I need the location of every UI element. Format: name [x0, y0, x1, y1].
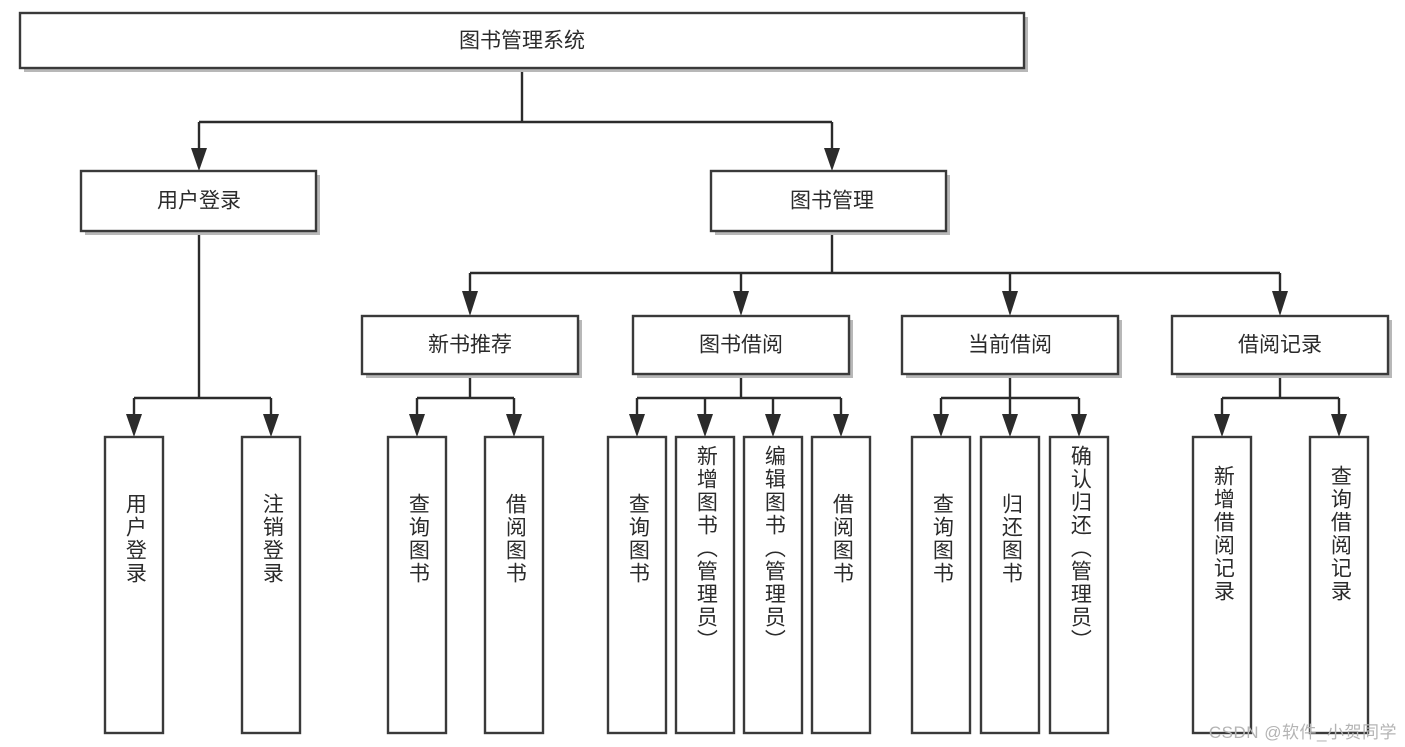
node-book-borrow-box	[631, 314, 851, 376]
leaf-add-book-box[interactable]	[674, 435, 736, 735]
node-root-label: 图书管理系统	[459, 30, 585, 53]
leaf-confirm-return-box[interactable]	[1048, 435, 1110, 735]
leaf-borrow-book-2-box[interactable]	[810, 435, 872, 735]
node-new-book-recommend[interactable]: 新书推荐	[360, 314, 582, 378]
node-book-manage[interactable]: 图书管理	[709, 169, 950, 235]
arrow-to-book-manage	[824, 148, 840, 171]
node-user-login[interactable]: 用户登录	[79, 169, 320, 235]
arrow-to-leaf-edit-book	[765, 414, 781, 437]
arrow-to-leaf-query-book-2	[629, 414, 645, 437]
csdn-watermark: CSDN @软件_小贺同学	[1208, 723, 1397, 742]
leaf-query-record-box[interactable]	[1308, 435, 1370, 735]
leaf-edit-book-box[interactable]	[742, 435, 804, 735]
leaf-return-book-box[interactable]	[979, 435, 1041, 735]
node-new-book-recommend-box	[360, 314, 580, 376]
leaf-query-book-3-box[interactable]	[910, 435, 972, 735]
arrow-to-leaf-add-record	[1214, 414, 1230, 437]
arrow-to-leaf-add-book	[697, 414, 713, 437]
connector-group	[132, 69, 1341, 416]
arrow-to-leaf-query-book-3	[933, 414, 949, 437]
node-book-borrow-label: 图书借阅	[699, 334, 783, 357]
arrow-to-leaf-query-record	[1331, 414, 1347, 437]
arrow-to-leaf-return-book	[1002, 414, 1018, 437]
arrow-to-leaf-borrow-book-2	[833, 414, 849, 437]
arrow-to-borrow-record	[1272, 291, 1288, 316]
arrow-to-new-book-recommend	[462, 291, 478, 316]
node-current-borrow-label: 当前借阅	[968, 334, 1052, 357]
node-new-book-recommend-label: 新书推荐	[428, 334, 512, 357]
node-borrow-record[interactable]: 借阅记录	[1170, 314, 1392, 378]
node-current-borrow[interactable]: 当前借阅	[900, 314, 1122, 378]
leaf-boxes-group	[103, 435, 1370, 735]
node-root-box	[18, 11, 1026, 70]
leaf-borrow-book-1-box[interactable]	[483, 435, 545, 735]
arrow-to-leaf-confirm-return	[1071, 414, 1087, 437]
arrow-to-user-login	[191, 148, 207, 171]
arrow-to-leaf-user-login	[126, 414, 142, 437]
leaf-add-record-box[interactable]	[1191, 435, 1253, 735]
node-borrow-record-box	[1170, 314, 1390, 376]
node-root[interactable]: 图书管理系统	[18, 11, 1028, 72]
node-borrow-record-label: 借阅记录	[1238, 334, 1322, 357]
node-book-manage-box	[709, 169, 948, 233]
arrow-to-leaf-logout-login	[263, 414, 279, 437]
node-book-borrow[interactable]: 图书借阅	[631, 314, 853, 378]
node-user-login-box	[79, 169, 318, 233]
arrow-to-current-borrow	[1002, 291, 1018, 316]
node-book-manage-label: 图书管理	[790, 190, 874, 213]
arrowhead-group	[126, 148, 1347, 437]
node-current-borrow-box	[900, 314, 1120, 376]
node-user-login-label: 用户登录	[157, 190, 241, 213]
leaf-query-book-1-box[interactable]	[386, 435, 448, 735]
leaf-user-login-box[interactable]	[103, 435, 165, 735]
leaf-logout-login-box[interactable]	[240, 435, 302, 735]
arrow-to-leaf-borrow-book-1	[506, 414, 522, 437]
arrow-to-leaf-query-book-1	[409, 414, 425, 437]
arrow-to-book-borrow	[733, 291, 749, 316]
leaf-query-book-2-box[interactable]	[606, 435, 668, 735]
